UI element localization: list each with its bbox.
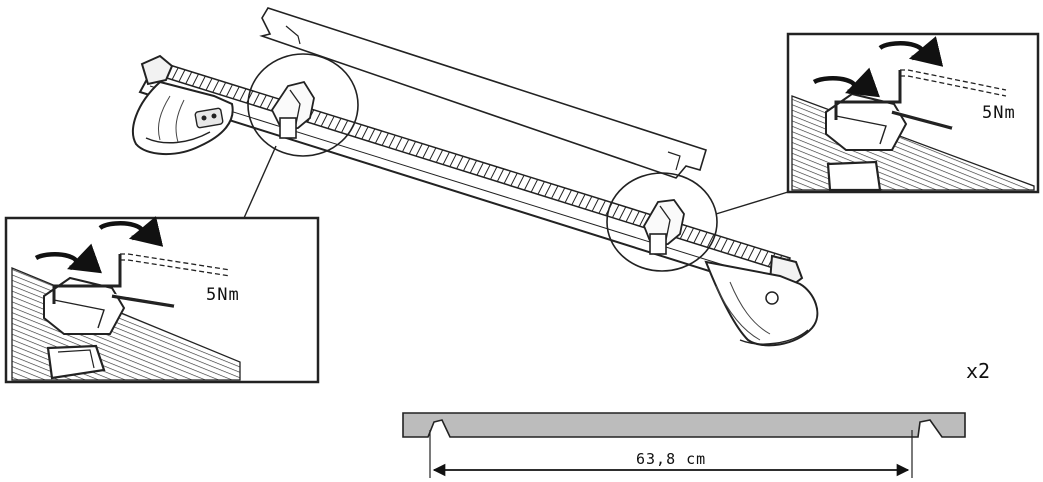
seal-strip-drawing <box>259 7 707 179</box>
right-detail-box: 5Nm <box>786 32 1040 194</box>
right-leader-line <box>715 191 789 215</box>
left-leader-line <box>243 145 277 219</box>
roof-bar <box>138 54 804 294</box>
right-foot <box>704 260 819 347</box>
quantity-label: x2 <box>966 359 990 383</box>
right-torque-label: 5Nm <box>982 103 1016 123</box>
left-detail-box: 5Nm <box>4 216 320 384</box>
right-clamp <box>643 199 685 255</box>
left-torque-label: 5Nm <box>206 285 240 305</box>
left-foot <box>132 80 234 156</box>
strip-dimension-drawing: 63,8 cm <box>402 412 966 478</box>
right-clamp-circle <box>606 172 718 272</box>
left-clamp-circle <box>247 53 359 157</box>
strip-length-label: 63,8 cm <box>636 450 706 468</box>
left-clamp <box>270 80 315 139</box>
